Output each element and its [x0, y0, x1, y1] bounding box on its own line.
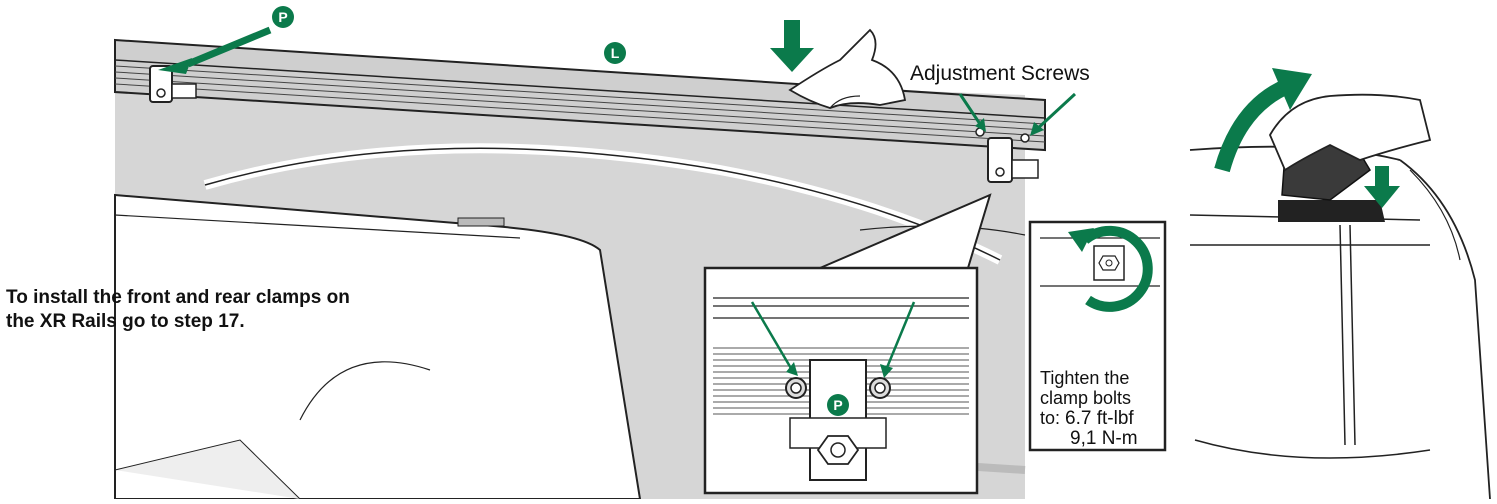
screw-arrow-right: [1034, 92, 1077, 132]
zoom-callout: [703, 193, 992, 495]
hand-icon: [788, 28, 907, 109]
instruction-text: To install the front and rear clamps on …: [6, 286, 350, 334]
torque-value-imperial: 6.7 ft-lbf: [1065, 408, 1134, 429]
torque-value-metric: 9,1 N-m: [1070, 428, 1138, 449]
pointer-arrow-icon: [158, 58, 192, 74]
vehicle-side-illustration: [114, 38, 1046, 500]
torque-spec: Tighten the clamp bolts to: 6.7 ft-lbf 9…: [1040, 368, 1138, 449]
instruction-line-2: the XR Rails go to step 17.: [6, 311, 245, 332]
adjustment-screws-label: Adjustment Screws: [910, 62, 1090, 85]
right-clamp: [975, 127, 1039, 183]
part-badge-l: L: [604, 42, 626, 64]
torque-line-1: Tighten the: [1040, 368, 1130, 388]
torque-to-label: to:: [1040, 408, 1061, 428]
rotate-arrow-icon: [1214, 68, 1312, 173]
part-badge-p-zoom: P: [827, 394, 849, 416]
left-clamp: [149, 65, 197, 103]
screw-arrow-left-head: [975, 118, 986, 132]
screw-arrow-left: [958, 93, 982, 125]
instruction-line-1: To install the front and rear clamps on: [6, 287, 350, 308]
vehicle-rear-illustration: [1189, 93, 1497, 500]
screw-arrow-right-head: [1030, 122, 1044, 136]
down-arrow-icon: [770, 20, 814, 72]
pointer-arrow-line: [186, 26, 272, 68]
part-badge-p-top: P: [272, 6, 294, 28]
tighten-arrow-icon: [1068, 225, 1153, 312]
push-down-arrow-icon: [1364, 166, 1400, 208]
torque-line-3: to: 6.7 ft-lbf: [1040, 408, 1138, 429]
torque-line-2: clamp bolts: [1040, 388, 1132, 408]
